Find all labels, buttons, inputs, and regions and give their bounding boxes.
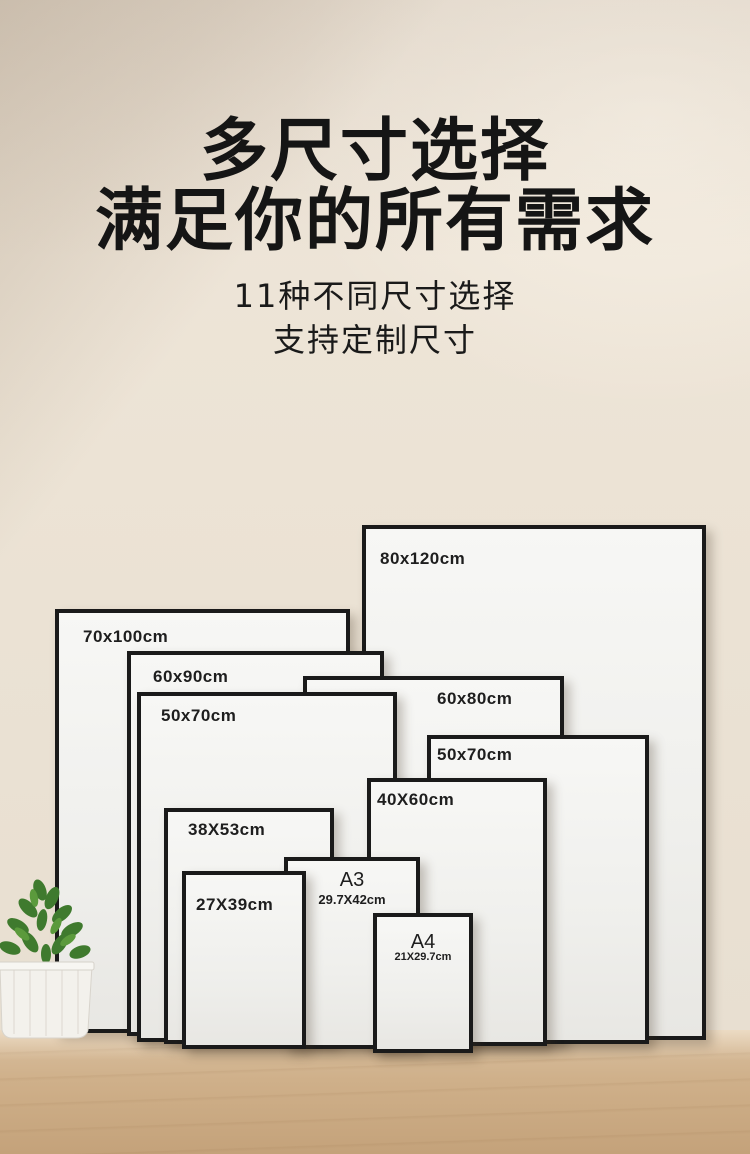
frame-label-50x70-right: 50x70cm — [437, 745, 513, 764]
frame-label-38x53: 38X53cm — [188, 820, 266, 839]
headline-line-2: 满足你的所有需求 — [94, 182, 655, 261]
frame-27x39: 27X39cm — [182, 871, 306, 1049]
wall-top-shadow — [0, 0, 750, 260]
potted-plant-icon — [0, 879, 95, 1039]
headline-line-1: 多尺寸选择 — [199, 112, 550, 191]
frame-label-60x90: 60x90cm — [153, 667, 229, 686]
frame-a3-name: A3 — [339, 869, 365, 891]
frame-label-50x70-left: 50x70cm — [161, 706, 237, 725]
frame-a4: A4 21X29.7cm — [373, 913, 473, 1053]
frame-a4-name: A4 — [410, 931, 436, 953]
frame-label-27x39: 27X39cm — [196, 895, 274, 914]
frame-label-80x120: 80x120cm — [380, 549, 466, 568]
frame-label-60x80: 60x80cm — [437, 689, 513, 708]
subheadline-line-1: 11种不同尺寸选择 — [233, 277, 517, 315]
frame-label-40x60: 40X60cm — [377, 790, 455, 809]
frame-a3-size: 29.7X42cm — [318, 892, 386, 907]
frame-label-70x100: 70x100cm — [83, 627, 169, 646]
subheadline-line-2: 支持定制尺寸 — [272, 321, 477, 359]
frame-a4-size: 21X29.7cm — [394, 951, 452, 963]
